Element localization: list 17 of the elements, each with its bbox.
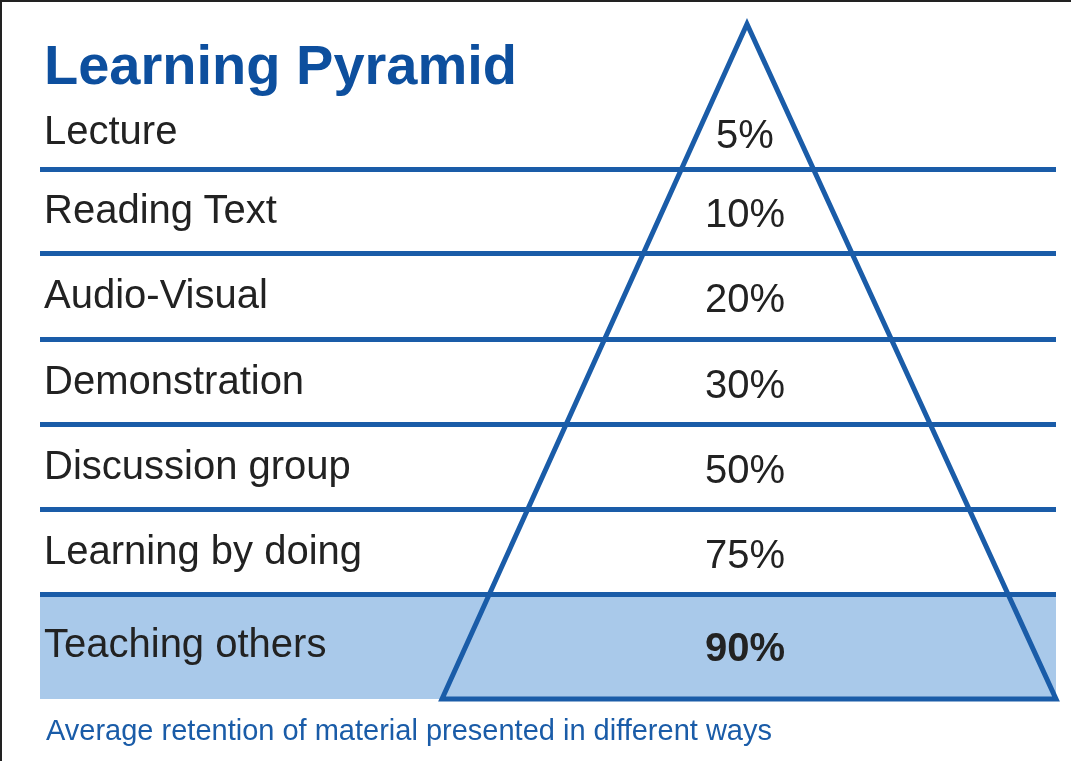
method-label: Teaching others: [44, 621, 327, 666]
retention-percent: 75%: [703, 532, 787, 577]
retention-percent: 20%: [703, 276, 787, 321]
method-label: Audio-Visual: [44, 272, 268, 317]
retention-percent: 50%: [703, 447, 787, 492]
method-label: Learning by doing: [44, 528, 363, 573]
highlighted-row: [40, 597, 1056, 699]
method-label: Lecture: [44, 108, 178, 153]
retention-percent: 30%: [703, 362, 787, 407]
method-label: Discussion group: [44, 443, 351, 488]
retention-percent: 5%: [715, 112, 775, 157]
title: Learning Pyramid: [44, 32, 518, 97]
caption: Average retention of material presented in different ways: [46, 714, 772, 747]
method-label: Demonstration: [44, 358, 305, 403]
retention-percent: 10%: [703, 191, 787, 236]
method-label: Reading Text: [44, 187, 277, 232]
retention-percent: 90%: [703, 625, 787, 670]
